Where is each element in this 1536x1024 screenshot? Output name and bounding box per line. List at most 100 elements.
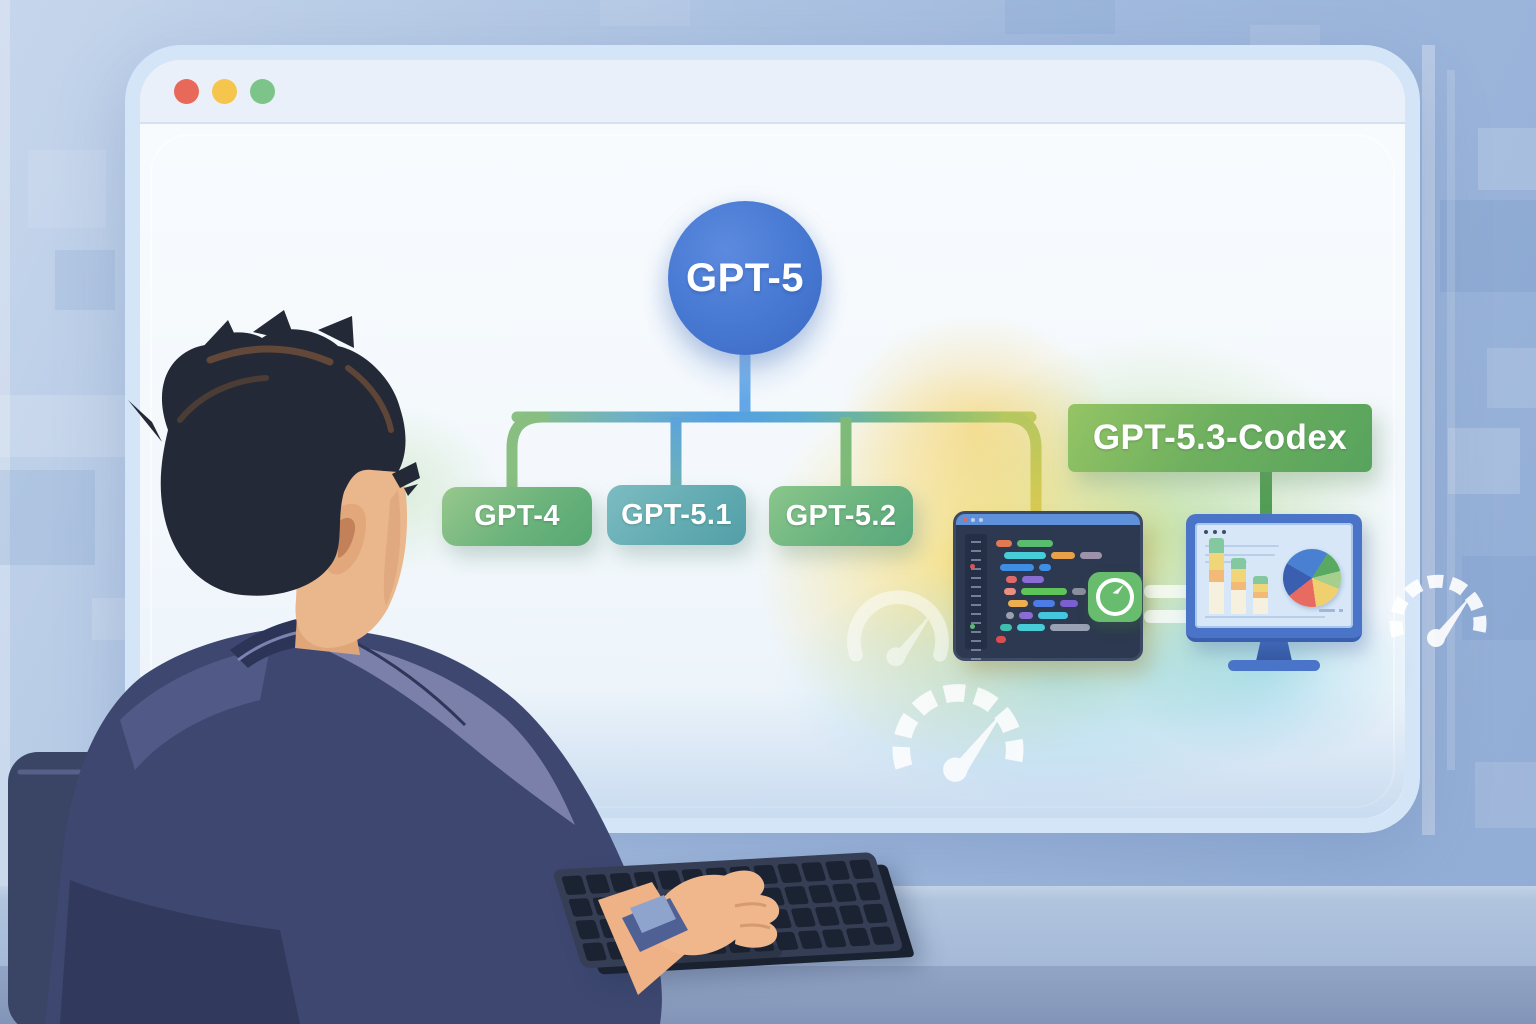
- mosaic-square: [1475, 762, 1536, 828]
- monitor-stand-neck: [1256, 642, 1292, 661]
- mosaic-square: [1448, 428, 1520, 494]
- keyboard-key: [797, 929, 823, 950]
- code-line: [996, 609, 1132, 621]
- tree-node-gpt52[interactable]: GPT-5.2: [769, 486, 913, 546]
- keyboard-key: [639, 893, 666, 913]
- code-line: [996, 585, 1132, 597]
- keyboard-key: [581, 941, 608, 962]
- keyboard-key: [821, 928, 847, 948]
- code-editor-window: [956, 514, 1140, 660]
- tree-node-gpt4[interactable]: GPT-4: [442, 487, 592, 546]
- keyboard-key: [677, 936, 704, 956]
- editor-dot: [979, 517, 983, 522]
- monitor-bar: [1231, 558, 1246, 614]
- monitor-text-line: [1205, 554, 1275, 556]
- keyboard-key: [680, 868, 707, 889]
- keyboard-key: [807, 884, 834, 904]
- keyboard-key: [773, 931, 800, 951]
- minimize-button[interactable]: [212, 78, 237, 104]
- keyboard-key: [845, 927, 871, 947]
- keyboard-key: [663, 892, 690, 912]
- timer-gauge-icon: [1096, 578, 1134, 616]
- mosaic-square: [1005, 0, 1115, 34]
- monitor-bar-chart: [1209, 538, 1268, 614]
- keyboard-key: [742, 910, 769, 930]
- keyboard-key: [749, 932, 776, 952]
- monitor-chart-baseline: [1205, 616, 1325, 618]
- mosaic-square: [55, 250, 115, 310]
- code-line: [996, 573, 1132, 585]
- code-editor-titlebar: [956, 514, 1140, 525]
- keyboard-key: [656, 870, 683, 890]
- gpt5-label: GPT-5: [685, 255, 805, 300]
- keyboard-key: [735, 888, 762, 908]
- keyboard-key: [725, 933, 752, 954]
- editor-close-dot: [963, 517, 967, 522]
- mosaic-square: [1447, 70, 1455, 770]
- keyboard-key: [704, 867, 731, 887]
- keyboard-key: [646, 915, 673, 935]
- monitor-bar: [1209, 538, 1224, 614]
- code-line: [996, 537, 1132, 549]
- code-line: [996, 633, 1132, 645]
- analytics-monitor: [1186, 514, 1362, 671]
- browser-titlebar: [140, 60, 1405, 124]
- timer-gauge-badge: [1088, 572, 1142, 622]
- monitor-window-dots: [1204, 530, 1226, 534]
- mosaic-square: [600, 0, 690, 26]
- editor-gutter: [965, 534, 987, 660]
- keyboard-key: [752, 864, 779, 884]
- keyboard-key: [728, 866, 755, 886]
- keyboard-key: [814, 906, 841, 926]
- monitor-screen: [1195, 523, 1353, 628]
- code-line: [970, 621, 1132, 633]
- keyboard-key: [800, 861, 827, 882]
- mosaic-square: [1440, 200, 1536, 292]
- keyboard-key: [862, 903, 888, 923]
- keyboard-key: [561, 875, 587, 895]
- mosaic-square: [0, 0, 10, 1024]
- desk-front-panel: [0, 966, 1536, 1024]
- keyboard-key: [574, 919, 601, 940]
- tree-node-gpt5[interactable]: GPT-5: [668, 201, 822, 355]
- tree-node-codex[interactable]: GPT-5.3-Codex: [1068, 404, 1372, 472]
- tree-node-gpt51[interactable]: GPT-5.1: [607, 485, 746, 545]
- keyboard-key: [585, 874, 611, 894]
- code-line: [996, 549, 1132, 561]
- monitor-legend: [1319, 609, 1343, 612]
- monitor-text-line: [1205, 545, 1279, 547]
- keyboard-key: [838, 904, 865, 925]
- keyboard-key: [783, 885, 810, 905]
- monitor-text-line: [1205, 561, 1247, 563]
- keyboard-key: [605, 940, 632, 960]
- mosaic-square: [1478, 128, 1536, 190]
- keyboard-key: [766, 908, 793, 929]
- monitor-stand-base: [1228, 660, 1320, 671]
- keyboard-key: [622, 917, 649, 937]
- keyboard-key: [831, 882, 858, 903]
- keyboard-key: [701, 935, 728, 955]
- keyboard-key: [776, 863, 803, 883]
- gpt4-label: GPT-4: [474, 500, 560, 532]
- mosaic-square: [28, 150, 106, 228]
- keyboard-key: [609, 872, 635, 893]
- keyboard-key: [694, 912, 721, 933]
- mosaic-square: [0, 470, 95, 565]
- zoom-button[interactable]: [250, 78, 275, 104]
- close-button[interactable]: [174, 78, 199, 104]
- keyboard-key: [824, 860, 851, 880]
- keyboard-key: [759, 886, 786, 907]
- mosaic-square: [1462, 556, 1536, 640]
- code-line: [996, 597, 1132, 609]
- code-line: [970, 561, 1132, 573]
- keyboard-key: [633, 871, 659, 891]
- mosaic-square: [1487, 348, 1536, 408]
- mosaic-square: [1422, 45, 1435, 835]
- codex-label: GPT-5.3-Codex: [1092, 418, 1348, 457]
- keyboard-key: [869, 925, 895, 946]
- keyboard: [552, 852, 904, 969]
- gpt51-label: GPT-5.1: [621, 498, 732, 531]
- keyboard-key: [790, 907, 817, 927]
- keyboard-key: [711, 889, 738, 909]
